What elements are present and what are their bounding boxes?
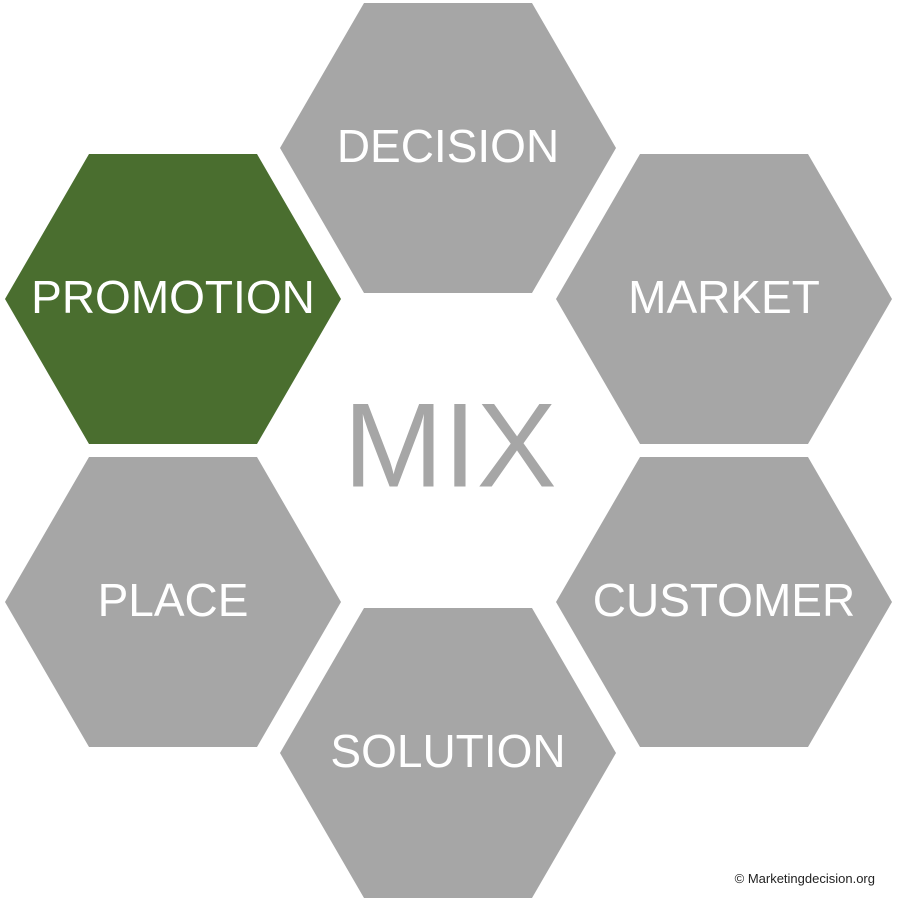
center-label-mix: MIX	[343, 379, 556, 513]
hexagon-solution: SOLUTION	[280, 608, 616, 898]
hexagon-customer: CUSTOMER	[556, 457, 892, 747]
hexagon-label-solution: SOLUTION	[330, 725, 565, 777]
hexagon-shape-decision	[280, 3, 616, 293]
hexagon-label-decision: DECISION	[337, 120, 559, 172]
hexagon-place: PLACE	[5, 457, 341, 747]
hexagon-shape-promotion	[5, 154, 341, 444]
hexagon-label-promotion: PROMOTION	[31, 271, 315, 323]
hexagon-shape-market	[556, 154, 892, 444]
hexagon-label-market: MARKET	[628, 271, 820, 323]
hexagon-shape-customer	[556, 457, 892, 747]
hexagon-market: MARKET	[556, 154, 892, 444]
hexagon-decision: DECISION	[280, 3, 616, 293]
hexagon-label-customer: CUSTOMER	[593, 574, 855, 626]
hexagon-promotion: PROMOTION	[5, 154, 341, 444]
hexagon-label-place: PLACE	[98, 574, 249, 626]
hexagon-shape-place	[5, 457, 341, 747]
copyright-notice: © Marketingdecision.org	[734, 871, 875, 886]
hexagon-shape-solution	[280, 608, 616, 898]
